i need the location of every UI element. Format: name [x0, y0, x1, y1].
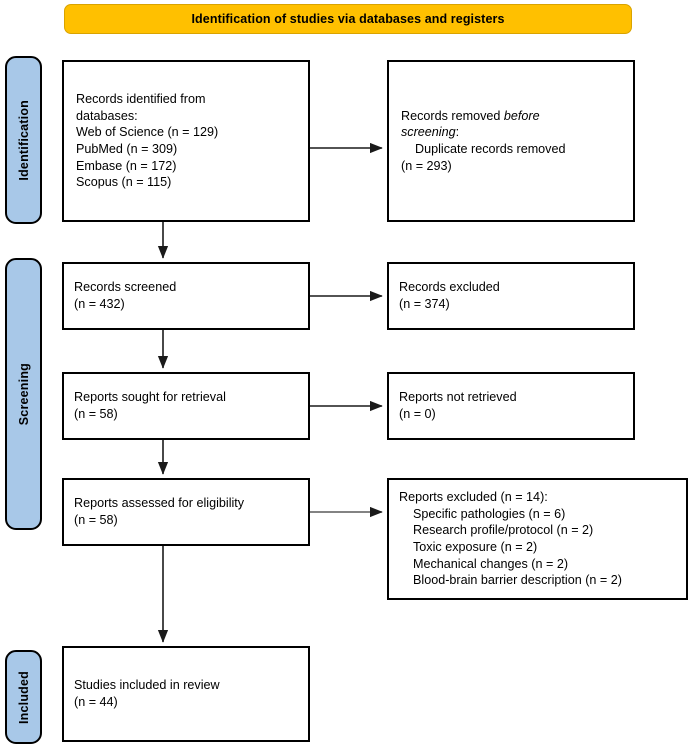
stage-tab-screening-label: Screening [16, 362, 31, 426]
box-records-screened-text: Records screened (n = 432) [74, 280, 177, 311]
box-records-identified: Records identified from databases: Web o… [62, 60, 310, 222]
box-records-removed: Records removed before screening: Duplic… [387, 60, 635, 222]
banner-title: Identification of studies via databases … [191, 12, 505, 26]
box-records-identified-text: Records identified from databases: Web o… [76, 92, 219, 190]
box-reports-sought-text: Reports sought for retrieval (n = 58) [74, 390, 226, 421]
box-reports-excluded: Reports excluded (n = 14): Specific path… [387, 478, 688, 600]
records-removed-before-italic: before [503, 108, 540, 123]
stage-tab-identification-label: Identification [16, 99, 31, 181]
records-removed-count: (n = 293) [401, 158, 452, 173]
box-reports-sought: Reports sought for retrieval (n = 58) [62, 372, 310, 440]
stage-tab-included-label: Included [16, 670, 31, 724]
box-reports-not-retrieved: Reports not retrieved (n = 0) [387, 372, 635, 440]
box-studies-included: Studies included in review (n = 44) [62, 646, 310, 742]
box-reports-assessed-text: Reports assessed for eligibility (n = 58… [74, 496, 245, 527]
box-records-excluded-text: Records excluded (n = 374) [399, 280, 500, 311]
records-removed-screening-italic: screening [401, 125, 456, 140]
identification-banner: Identification of studies via databases … [64, 4, 632, 34]
records-removed-prefix: Records removed [401, 108, 504, 123]
records-removed-duplicate-line: Duplicate records removed [401, 142, 566, 156]
box-reports-not-retrieved-text: Reports not retrieved (n = 0) [399, 390, 517, 421]
box-records-screened: Records screened (n = 432) [62, 262, 310, 330]
stage-tab-identification: Identification [5, 56, 42, 224]
stage-tab-included: Included [5, 650, 42, 744]
box-studies-included-text: Studies included in review (n = 44) [74, 678, 220, 709]
records-removed-colon: : [455, 125, 460, 140]
stage-tab-screening: Screening [5, 258, 42, 530]
box-records-removed-text: Records removed before screening: Duplic… [389, 108, 633, 174]
box-reports-excluded-text: Reports excluded (n = 14): Specific path… [399, 490, 622, 588]
box-records-excluded: Records excluded (n = 374) [387, 262, 635, 330]
box-reports-assessed: Reports assessed for eligibility (n = 58… [62, 478, 310, 546]
